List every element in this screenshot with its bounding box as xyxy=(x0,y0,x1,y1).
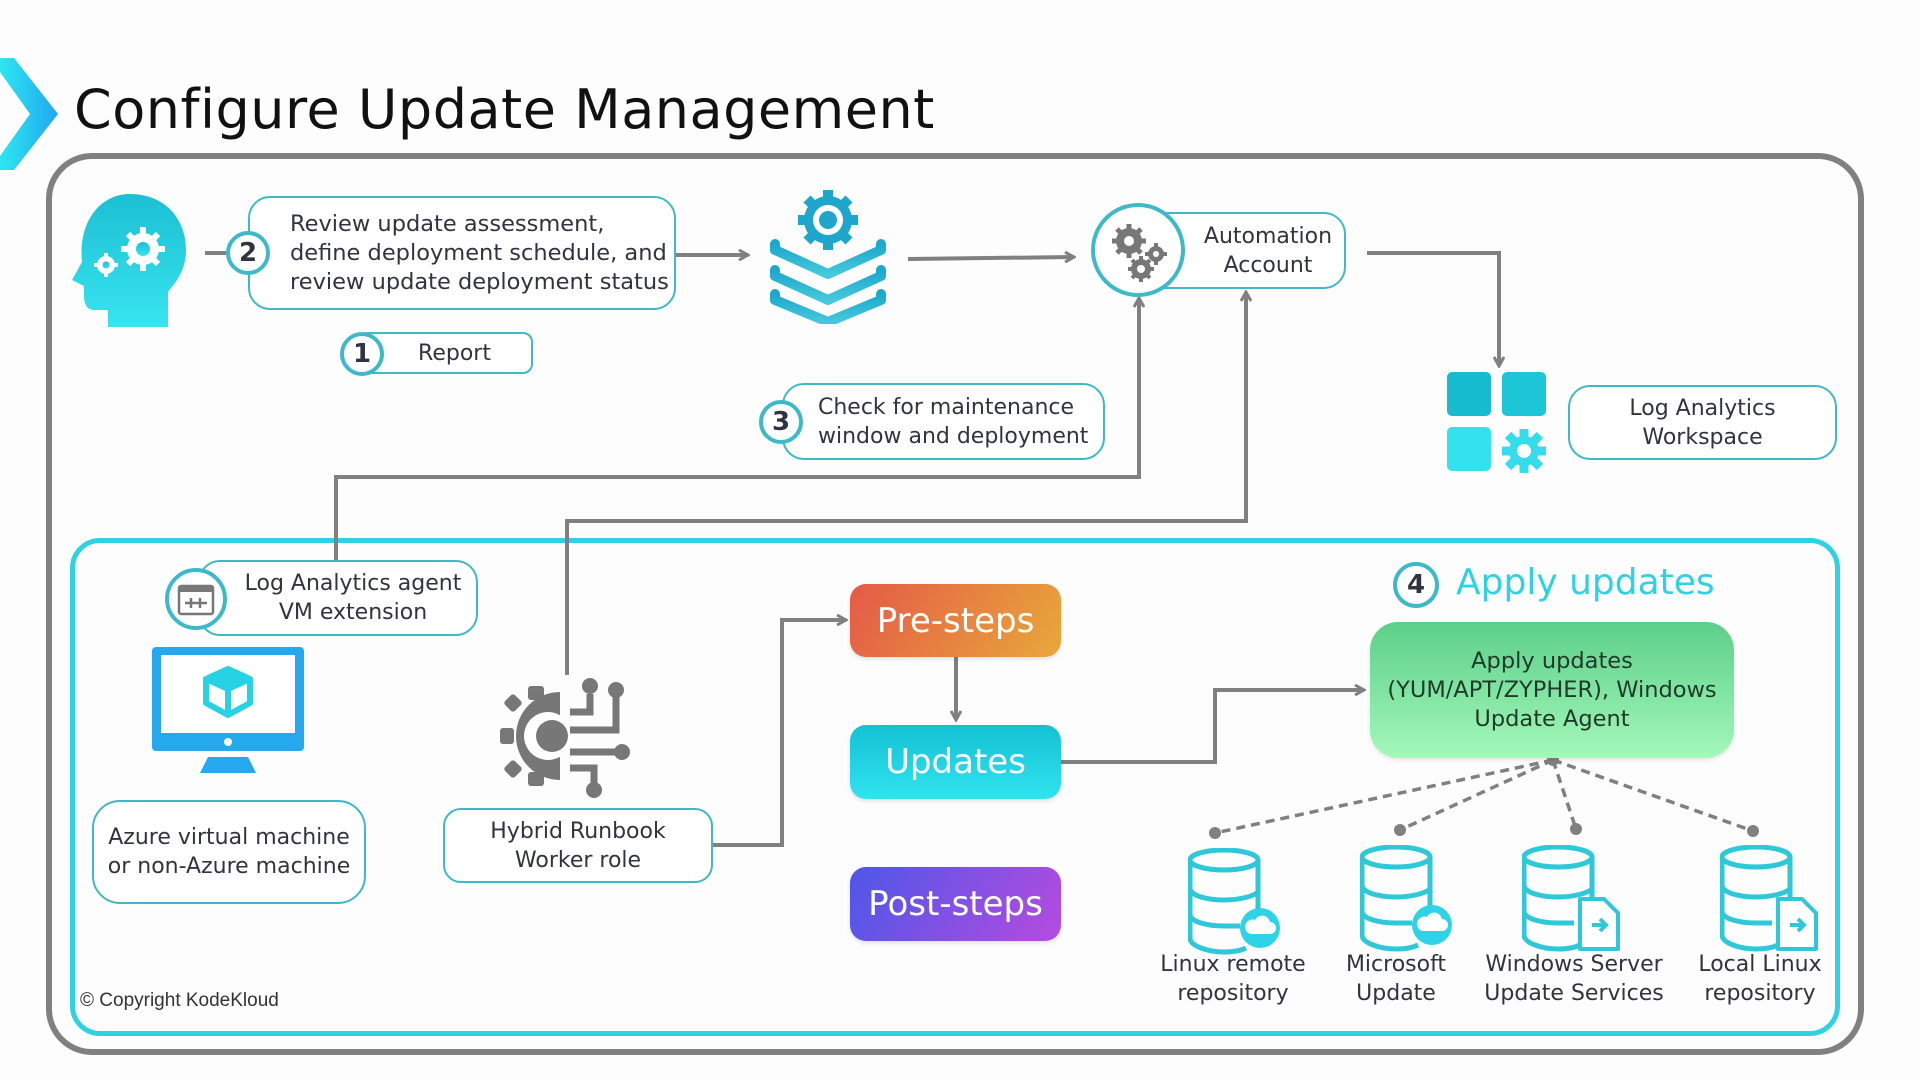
step3-number-badge: 3 xyxy=(759,400,803,444)
dashed-end-dot xyxy=(1570,823,1582,835)
hybrid-worker-box: Hybrid Runbook Worker role xyxy=(443,808,713,883)
step1-label: Report xyxy=(418,340,491,366)
step2-label: Review update assessment, define deploym… xyxy=(290,210,669,295)
dashed-link-local-linux xyxy=(1552,758,1754,833)
log-analytics-agent-box: Log Analytics agent VM extension xyxy=(198,560,478,636)
hybrid-worker-gear-circuit-icon xyxy=(500,678,630,798)
copyright-notice: © Copyright KodeKloud xyxy=(80,990,279,1011)
update-layers-gear-icon xyxy=(770,190,886,324)
person-head-gears-icon xyxy=(72,194,186,327)
outer-frame xyxy=(46,153,1864,1055)
virtual-machine-monitor-icon xyxy=(152,647,304,773)
log-analytics-workspace-box: Log Analytics Workspace xyxy=(1568,385,1837,460)
dashed-end-dot xyxy=(1394,824,1406,836)
log-analytics-agent-label: Log Analytics agent VM extension xyxy=(244,571,462,625)
connector-agent-automation xyxy=(334,298,1139,562)
step1-number-badge: 1 xyxy=(340,332,384,376)
step4-title: Apply updates xyxy=(1456,562,1715,603)
vm-extension-icon xyxy=(177,584,215,616)
vm-extension-icon-circle xyxy=(165,568,227,630)
dashed-link-wsus xyxy=(1551,759,1578,830)
step3-label: Check for maintenance window and deploym… xyxy=(818,394,1089,449)
pre-steps-block: Pre-steps xyxy=(850,584,1061,657)
database-cloud-icon xyxy=(1360,845,1452,955)
apply-updates-box: Apply updates (YUM/APT/ZYPHER), Windows … xyxy=(1370,622,1734,758)
updates-block: Updates xyxy=(850,725,1061,799)
connector-hybrid-automation xyxy=(565,292,1246,675)
apply-updates-label: Apply updates (YUM/APT/ZYPHER), Windows … xyxy=(1387,647,1717,732)
chevron-logo-icon xyxy=(0,58,58,170)
dashed-end-dot xyxy=(1209,827,1221,839)
automation-account-icon-circle xyxy=(1091,203,1185,297)
database-file-icon xyxy=(1522,845,1620,955)
database-file-icon xyxy=(1720,845,1818,955)
step2-box: Review update assessment, define deploym… xyxy=(248,196,676,310)
dashed-link-microsoft-update xyxy=(1399,758,1554,832)
dashed-link-linux-remote xyxy=(1214,758,1554,835)
page-title: Configure Update Management xyxy=(74,78,935,141)
azure-vm-box: Azure virtual machine or non-Azure machi… xyxy=(92,800,366,904)
apply-updates-region xyxy=(70,538,1840,1036)
connector-hybrid-presteps xyxy=(712,620,846,847)
database-cloud-icon xyxy=(1188,848,1280,958)
step3-box: Check for maintenance window and deploym… xyxy=(782,383,1105,460)
hybrid-worker-label: Hybrid Runbook Worker role xyxy=(490,818,666,873)
step4-number-badge: 4 xyxy=(1393,562,1439,608)
dashed-end-dot xyxy=(1747,825,1759,837)
connector-layers-automation xyxy=(907,257,1074,259)
automation-account-label: Automation Account xyxy=(1203,223,1333,278)
azure-vm-label: Azure virtual machine or non-Azure machi… xyxy=(107,825,351,879)
log-analytics-workspace-icon xyxy=(1447,372,1546,473)
connector-updates-apply xyxy=(1060,690,1364,764)
gears-icon xyxy=(1112,224,1167,282)
step1-report-box: Report xyxy=(358,332,533,374)
post-steps-block: Post-steps xyxy=(850,867,1061,941)
connector-automation-workspace xyxy=(1367,251,1499,366)
log-analytics-workspace-label: Log Analytics Workspace xyxy=(1629,395,1776,450)
step2-number-badge: 2 xyxy=(226,231,270,275)
